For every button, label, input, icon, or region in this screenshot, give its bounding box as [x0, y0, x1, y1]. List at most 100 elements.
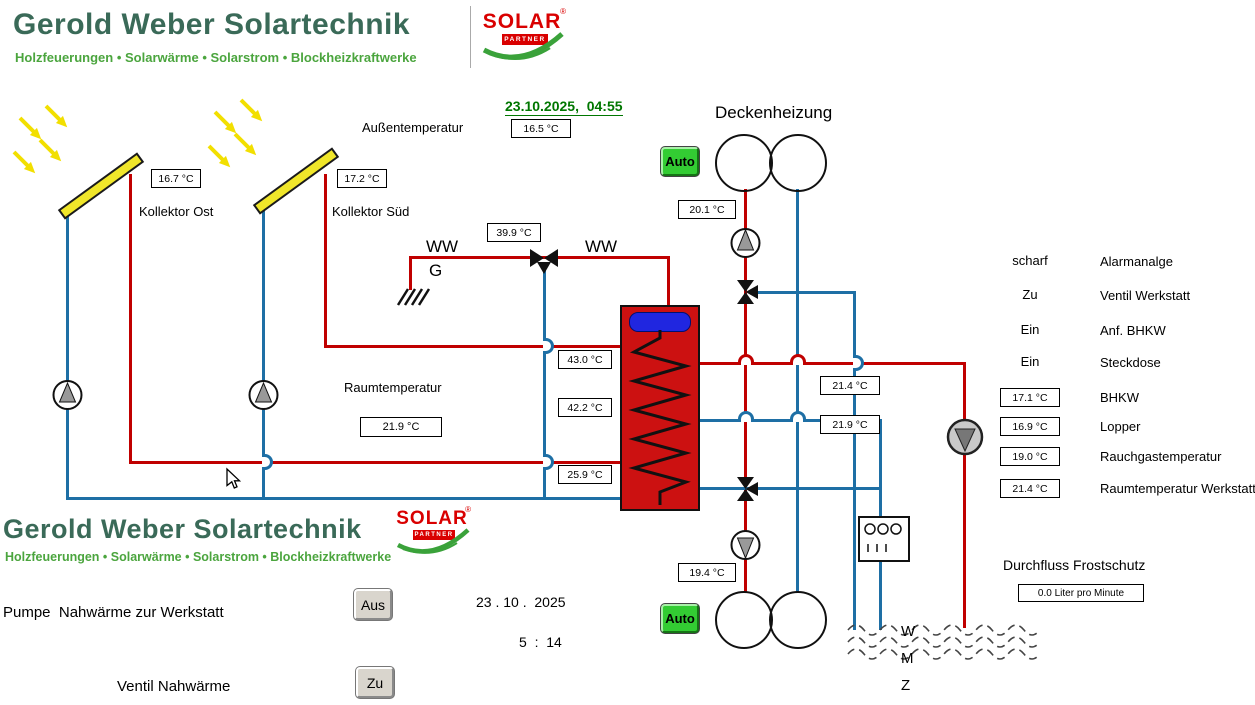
lopper-temp: 16.9 °C: [1000, 417, 1060, 436]
steckdose-label: Steckdose: [1100, 355, 1161, 370]
ventil-werkstatt-state: Zu: [1022, 287, 1038, 302]
ventil-nahwaerme-label: Ventil Nahwärme: [117, 678, 231, 695]
steckdose-state: Ein: [1020, 354, 1040, 369]
company-tagline: Holzfeuerungen • Solarwärme • Solarstrom…: [15, 50, 417, 65]
pipe-segment: [129, 174, 132, 464]
floor-supply-temp: 19.4 °C: [678, 563, 736, 582]
pipe-segment: [744, 189, 747, 593]
pipe-bridge: [790, 411, 806, 422]
pump-nahwaerme-label: Pumpe Nahwärme zur Werkstatt: [3, 604, 224, 621]
werkstatt-supply-temp: 21.4 °C: [820, 376, 880, 395]
pipe-bridge: [853, 355, 864, 371]
frost-label: Durchfluss Frostschutz: [1003, 557, 1146, 573]
pipe-segment: [963, 362, 966, 628]
ceiling-auto-button[interactable]: Auto: [661, 147, 699, 176]
ww-g-label: G: [429, 261, 443, 280]
bhkw-temp: 17.1 °C: [1000, 388, 1060, 407]
rauchgas-temp: 19.0 °C: [1000, 447, 1060, 466]
pipe-segment: [129, 461, 625, 464]
solar-partner-logo: SOLAR ® PARTNER: [478, 6, 566, 72]
bottom-time: 5 : 14: [519, 634, 562, 650]
room-temp-value: 21.9 °C: [360, 417, 442, 437]
pipe-bridge: [738, 411, 754, 422]
pipe-segment: [409, 256, 412, 290]
pipe-bridge: [543, 454, 554, 470]
tank-top-temp: 43.0 °C: [558, 350, 612, 369]
pipe-segment: [324, 174, 327, 348]
pipe-segment: [667, 256, 670, 308]
solar-logo-sub: PARTNER: [502, 34, 548, 45]
ww-left-label: WW: [426, 237, 459, 256]
collector-ost-icon: [12, 104, 145, 220]
solar-logo-word: SOLAR: [482, 10, 562, 33]
rauchgas-label: Rauchgastemperatur: [1100, 449, 1222, 464]
frost-value: 0.0 Liter pro Minute: [1018, 584, 1144, 602]
ventil-werkstatt-label: Ventil Werkstatt: [1100, 288, 1191, 303]
lopper-label: Lopper: [1100, 419, 1141, 434]
ceiling-heating-title: Deckenheizung: [715, 103, 833, 122]
fernwaerme-wavy-lines-icon: [847, 624, 1041, 660]
ww-right-label: WW: [585, 237, 618, 256]
pipe-segment: [66, 204, 69, 500]
tank-top-element: [629, 312, 691, 332]
raumtemp-werkstatt-temp: 21.4 °C: [1000, 479, 1060, 498]
pipe-segment: [262, 202, 265, 500]
mouse-cursor: [226, 467, 242, 489]
pump-nahwaerme-button[interactable]: Aus: [354, 589, 392, 620]
ww-temp: 39.9 °C: [487, 223, 541, 242]
anf-bhkw-state: Ein: [1020, 322, 1040, 337]
ceiling-heating-icon: [769, 134, 827, 192]
solar-logo-sub: PARTNER: [413, 530, 455, 540]
ceiling-heating-icon: [715, 134, 773, 192]
ceiling-supply-temp: 20.1 °C: [678, 200, 736, 219]
ground-icon: [396, 288, 431, 306]
solar-partner-logo-bottom: SOLAR ® PARTNER: [393, 505, 471, 565]
outdoor-temp-label: Außentemperatur: [362, 120, 464, 135]
alarm-label: Alarmanalge: [1100, 254, 1173, 269]
collector-ost-label: Kollektor Ost: [139, 204, 214, 219]
anf-bhkw-label: Anf. BHKW: [1100, 323, 1166, 338]
storage-tank: [620, 305, 700, 511]
tank-mid-temp: 42.2 °C: [558, 398, 612, 417]
pipe-bridge: [543, 338, 554, 354]
bottom-date: 23 . 10 . 2025: [476, 594, 566, 610]
pipe-bridge: [738, 354, 754, 365]
registered-mark: ®: [465, 505, 471, 514]
alarm-state: scharf: [1012, 253, 1048, 268]
pipe-bridge: [790, 354, 806, 365]
bhkw-label: BHKW: [1100, 390, 1139, 405]
pipe-segment: [751, 291, 854, 294]
room-temp-label: Raumtemperatur: [344, 380, 442, 395]
company-tagline-bottom: Holzfeuerungen • Solarwärme • Solarstrom…: [5, 550, 392, 564]
datetime-display: 23.10.2025, 04:55: [505, 98, 623, 116]
solar-logo-word: SOLAR: [396, 508, 468, 529]
floor-heating-title: Fußbodenheizung: [728, 655, 806, 705]
pipe-segment: [700, 362, 966, 365]
floor-heating-icon: [769, 591, 827, 649]
ventil-nahwaerme-button[interactable]: Zu: [356, 667, 394, 698]
collector-sued-temp: 17.2 °C: [337, 169, 387, 188]
werkstatt-return-temp: 21.9 °C: [820, 415, 880, 434]
header-divider: [470, 6, 471, 68]
floor-heating-icon: [715, 591, 773, 649]
pipe-segment: [324, 345, 624, 348]
fernwaerme-title: Fernwärme von/zur Werkstatt: [858, 661, 981, 705]
tank-bottom-temp: 25.9 °C: [558, 465, 612, 484]
pipe-bridge: [262, 454, 273, 470]
pipe-segment: [543, 270, 546, 500]
registered-mark: ®: [560, 7, 566, 16]
logo-swoosh-icon: [396, 528, 470, 554]
logo-swoosh-icon: [482, 32, 564, 60]
pipe-segment: [66, 497, 647, 500]
heat-meter-icon: [858, 516, 910, 562]
raumtemp-werkstatt-label: Raumtemperatur Werkstatt: [1100, 481, 1255, 496]
outdoor-temp-value: 16.5 °C: [511, 119, 571, 138]
collector-ost-temp: 16.7 °C: [151, 169, 201, 188]
floor-auto-button[interactable]: Auto: [661, 604, 699, 633]
collector-sued-label: Kollektor Süd: [332, 204, 410, 219]
sun-rays-icon: [12, 104, 68, 174]
pipe-segment: [700, 487, 882, 490]
company-title-bottom: Gerold Weber Solartechnik: [3, 514, 362, 544]
pipe-segment: [796, 189, 799, 593]
